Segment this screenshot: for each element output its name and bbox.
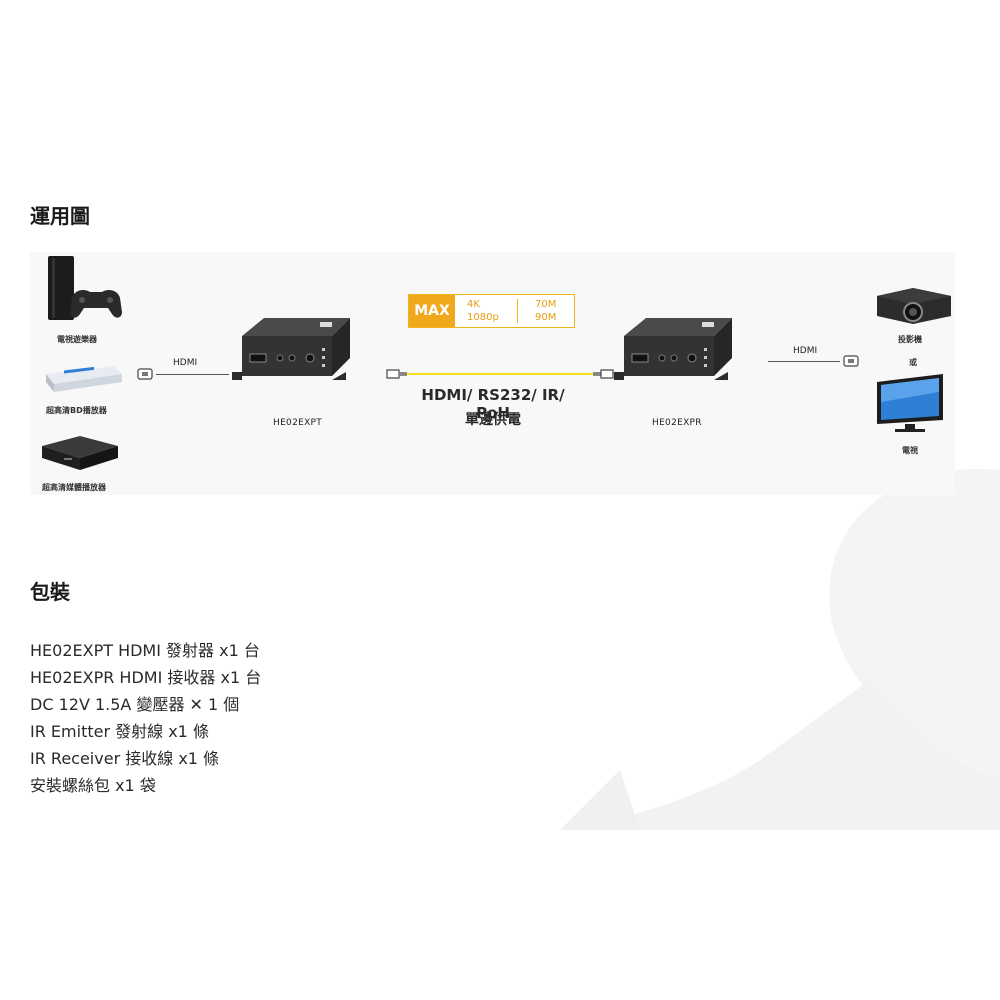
max-tag: MAX xyxy=(409,295,455,327)
media-player-icon xyxy=(42,436,118,470)
max-divider xyxy=(517,299,518,323)
transmitter-model-label: HE02EXPT xyxy=(273,418,323,428)
application-diagram-heading: 運用圖 xyxy=(30,204,90,228)
max-distance-70m: 70M xyxy=(535,299,557,310)
packing-item: HE02EXPT HDMI 發射器 x1 台 xyxy=(30,641,260,660)
packing-item: 安裝螺絲包 x1 袋 xyxy=(30,776,156,795)
output-label-projector: 投影機 xyxy=(898,335,922,344)
source-label-bluray-player: 超高清BD播放器 xyxy=(46,406,107,415)
projector-icon xyxy=(877,288,951,324)
hdmi-plug-icon xyxy=(137,368,153,380)
hdmi-input-label: HDMI xyxy=(173,358,198,368)
max-resolution-1080p: 1080p xyxy=(467,312,499,323)
transmitter-device xyxy=(232,318,350,380)
game-console-icon xyxy=(48,256,122,320)
packing-item: HE02EXPR HDMI 接收器 x1 台 xyxy=(30,668,262,687)
output-label-tv: 電視 xyxy=(902,446,918,455)
television-icon xyxy=(877,374,943,432)
packing-heading: 包裝 xyxy=(30,580,70,604)
application-diagram: 電視遊樂器 超高清BD播放器 超高清媒體播放器 HDMI HE02E xyxy=(30,252,955,495)
max-spec-box: MAX 4K 1080p 70M 90M xyxy=(408,294,575,328)
bluray-player-icon xyxy=(46,366,122,392)
link-sublabel: 單邊供電 xyxy=(465,412,521,428)
packing-list: HE02EXPT HDMI 發射器 x1 台 HE02EXPR HDMI 接收器… xyxy=(30,637,261,799)
receiver-model-label: HE02EXPR xyxy=(652,418,702,428)
receiver-device xyxy=(614,318,732,380)
link-label: HDMI/ RS232/ IR/ PoH xyxy=(421,386,565,422)
max-resolution-4k: 4K xyxy=(467,299,480,310)
hdmi-output-line xyxy=(768,361,840,362)
hdmi-input-line xyxy=(156,374,229,375)
output-label-or: 或 xyxy=(909,358,917,367)
max-distance-90m: 90M xyxy=(535,312,557,323)
source-label-media-player: 超高清媒體播放器 xyxy=(42,483,106,492)
hdmi-output-label: HDMI xyxy=(793,346,818,356)
packing-item: IR Receiver 接收線 x1 條 xyxy=(30,749,220,768)
source-label-game-console: 電視遊樂器 xyxy=(57,335,97,344)
ethernet-cable xyxy=(386,369,614,379)
packing-item: IR Emitter 發射線 x1 條 xyxy=(30,722,209,741)
hdmi-output-plug-icon xyxy=(843,355,859,367)
packing-item: DC 12V 1.5A 變壓器 ✕ 1 個 xyxy=(30,695,240,714)
